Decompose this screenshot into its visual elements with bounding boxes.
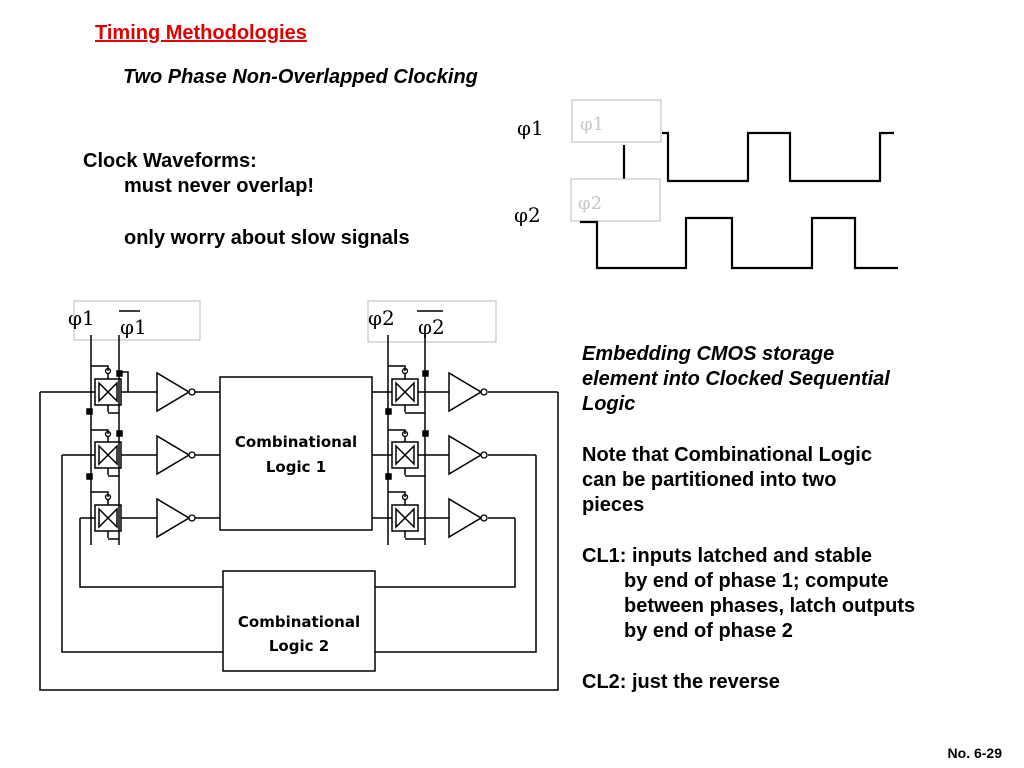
- inverter: [156, 498, 196, 538]
- notes-text: Embedding CMOS storage element into Cloc…: [582, 342, 915, 695]
- feedback-wires: [39, 392, 559, 691]
- phi2-ghost-label-box: φ2: [570, 178, 661, 222]
- slide-title: Timing Methodologies: [95, 22, 307, 44]
- inverter: [448, 435, 488, 475]
- phi1-label: φ1: [517, 116, 544, 140]
- phi2-waveform: [580, 216, 898, 270]
- phi2-label: φ2: [514, 203, 541, 227]
- note-cl2: CL2: just the reverse: [582, 671, 780, 693]
- transmission-gate: [384, 493, 426, 539]
- phi1-ghost-label: φ1: [580, 114, 604, 135]
- clock-line-overlap: must never overlap!: [124, 175, 315, 197]
- clock-waveforms: φ1 φ1 φ2 φ2: [514, 99, 898, 270]
- inverter: [448, 498, 488, 538]
- latch2-phibar-label: φ2: [418, 315, 445, 339]
- latch1-clock-labels: φ1 φ1: [68, 300, 201, 341]
- cl1-label-line2: Logic 1: [266, 458, 326, 476]
- latch-bank-1: [40, 335, 220, 545]
- transmission-gate: [384, 367, 426, 413]
- phi2-ghost-label: φ2: [578, 193, 602, 214]
- cl2-label-line2: Logic 2: [269, 637, 329, 655]
- clock-heading: Clock Waveforms:: [83, 150, 257, 172]
- phi1-ghost-label-box: φ1: [571, 99, 662, 143]
- transmission-gate: [384, 430, 426, 476]
- phi1-waveform: [662, 131, 894, 183]
- note-partition-1: Note that Combinational Logic: [582, 444, 872, 466]
- transmission-gate: [87, 430, 129, 476]
- note-embedding-3: Logic: [582, 393, 636, 415]
- note-embedding-1: Embedding CMOS storage: [582, 343, 835, 365]
- combinational-logic-1-block: Combinational Logic 1: [219, 376, 373, 531]
- latch1-phibar-label: φ1: [120, 315, 147, 339]
- note-cl1-4: by end of phase 2: [624, 620, 793, 642]
- clock-waveforms-text: Clock Waveforms: must never overlap! onl…: [83, 149, 410, 251]
- note-partition-3: pieces: [582, 494, 645, 516]
- note-partition-2: can be partitioned into two: [582, 469, 837, 491]
- combinational-logic-2-block: Combinational Logic 2: [222, 570, 376, 672]
- inverter: [448, 372, 488, 412]
- note-cl1-3: between phases, latch outputs: [624, 595, 916, 617]
- inverter: [156, 372, 196, 412]
- latch2-phi-label: φ2: [368, 306, 395, 330]
- inverter: [156, 435, 196, 475]
- transmission-gate: [87, 493, 129, 539]
- latch2-clock-labels: φ2 φ2: [367, 300, 497, 343]
- note-cl1-1: CL1: inputs latched and stable: [582, 545, 873, 567]
- slide-subtitle: Two Phase Non-Overlapped Clocking: [123, 66, 478, 88]
- page-number: No. 6-29: [947, 745, 1002, 761]
- cl1-label-line1: Combinational: [235, 433, 357, 451]
- cl2-label-line1: Combinational: [238, 613, 360, 631]
- clock-line-slow: only worry about slow signals: [124, 227, 410, 249]
- note-cl1-2: by end of phase 1; compute: [624, 570, 889, 592]
- latch1-phi-label: φ1: [68, 306, 95, 330]
- latch-bank-2: [372, 335, 558, 545]
- note-embedding-2: element into Clocked Sequential: [582, 368, 890, 390]
